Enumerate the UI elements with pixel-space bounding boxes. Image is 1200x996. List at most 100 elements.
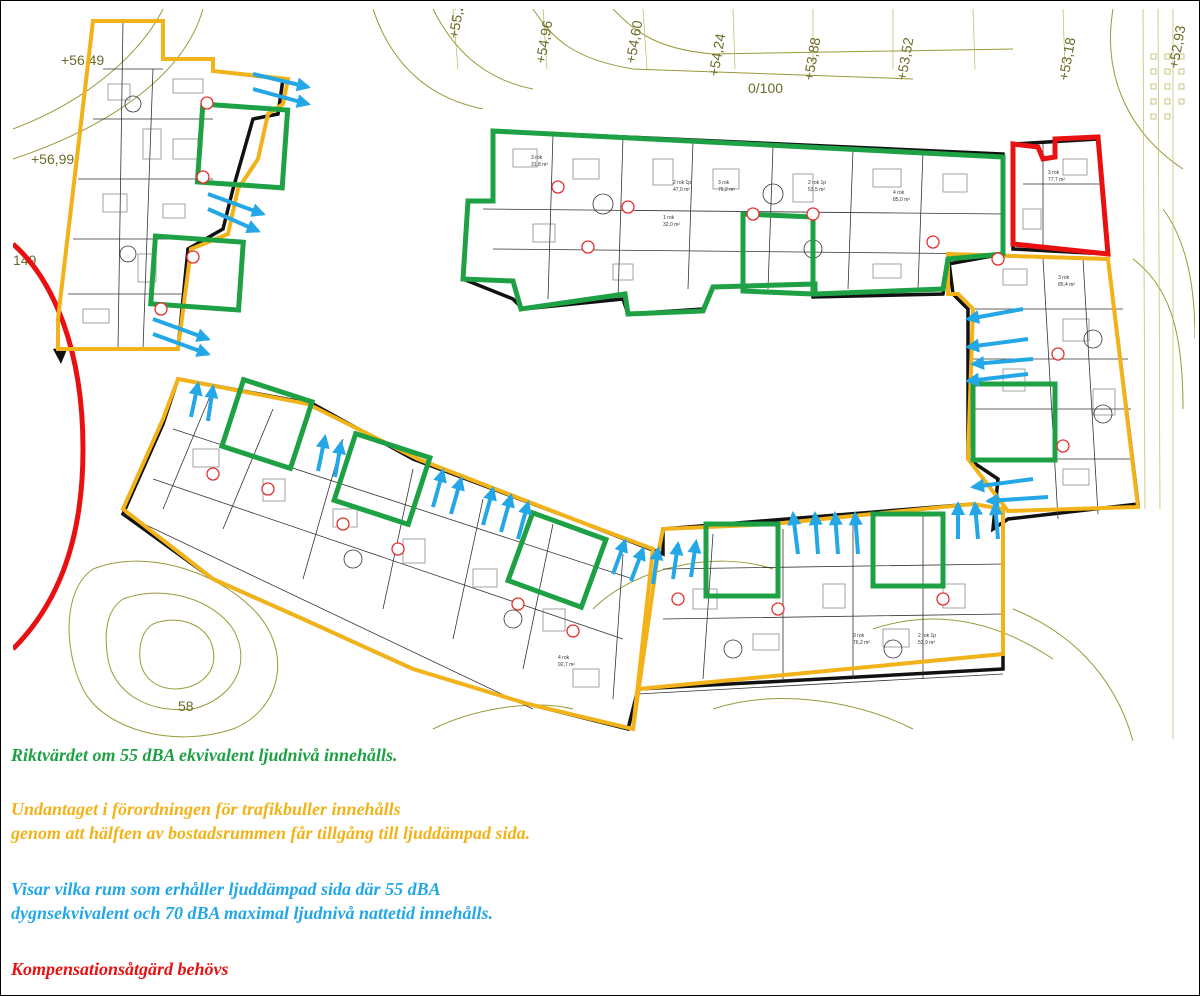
arrowhead-icon bbox=[195, 343, 211, 357]
apartment-label: 3 rok bbox=[853, 633, 865, 639]
elevation-label: +56,49 bbox=[61, 52, 104, 68]
elevation-label: +56,99 bbox=[31, 151, 74, 167]
arrowhead-icon bbox=[501, 493, 515, 509]
elevation-label: +54,96 bbox=[532, 19, 555, 65]
elevation-label: +53,52 bbox=[893, 36, 916, 82]
yellow-zone-south-west bbox=[120, 376, 656, 732]
apartment-label: 4 rok bbox=[558, 655, 570, 661]
arrowhead-icon bbox=[483, 486, 497, 502]
arrowhead-icon bbox=[848, 511, 863, 526]
site-plan: +56,49 +56,99 +55,2 +54,96 +54,60 +54,24… bbox=[13, 9, 1195, 741]
legend-yellow-line: Undantaget i förordningen för trafikbull… bbox=[11, 799, 401, 819]
apartment-label: 3 rok bbox=[1058, 275, 1070, 281]
apartment-label: 4 rok bbox=[893, 190, 905, 196]
quiet-side-arrows bbox=[152, 72, 1049, 585]
apartment-label: 1 rok bbox=[663, 215, 675, 221]
green-zones bbox=[148, 101, 1058, 611]
legend-green-line: Riktvärdet om 55 dBA ekvivalent ljudnivå… bbox=[11, 745, 398, 765]
apartment-area: 53,5 m² bbox=[808, 187, 825, 193]
legend-yellow-line: genom att hälften av bostadsrummen får t… bbox=[11, 823, 531, 843]
apartment-label: 3 rok bbox=[718, 180, 730, 186]
apartment-label: 2 rok 1p bbox=[918, 633, 936, 639]
elevation-label: +53,88 bbox=[800, 36, 823, 82]
green-zone-east bbox=[970, 381, 1058, 463]
arrowhead-icon bbox=[614, 538, 628, 554]
arrowhead-icon bbox=[808, 511, 823, 526]
arrowhead-icon bbox=[332, 440, 346, 456]
arrowhead-icon bbox=[985, 493, 1000, 508]
legend-blue-line: dygnsekvivalent och 70 dBA maximal ljudn… bbox=[11, 903, 494, 923]
arrowhead-icon bbox=[988, 501, 1003, 516]
road-arc bbox=[13, 242, 86, 651]
arrowhead-icon bbox=[649, 546, 664, 561]
legend-green: Riktvärdet om 55 dBA ekvivalent ljudnivå… bbox=[11, 743, 398, 767]
elevation-label: +54,24 bbox=[705, 32, 728, 78]
green-zone-west-1 bbox=[194, 101, 291, 191]
green-zone-south-1 bbox=[218, 376, 316, 472]
track-marks bbox=[1150, 53, 1185, 120]
green-zone-south-4 bbox=[703, 521, 781, 599]
yellow-zone-west bbox=[56, 19, 291, 351]
legend-blue-line: Visar vilka rum som erhåller ljuddämpad … bbox=[11, 879, 441, 899]
apartment-label: 3 rok bbox=[531, 155, 543, 161]
elevation-label: +53,18 bbox=[1055, 36, 1078, 82]
arrowhead-icon bbox=[315, 434, 330, 450]
arrowhead-icon bbox=[433, 468, 447, 484]
legend-red-line: Kompensationsåtgärd behövs bbox=[11, 959, 229, 979]
apartment-area: 76,2 m² bbox=[718, 187, 735, 193]
green-zone-south-3 bbox=[504, 509, 610, 611]
arrowhead-icon bbox=[451, 476, 465, 492]
arrowhead-icon bbox=[828, 511, 843, 526]
apartment-area: 47,0 m² bbox=[673, 187, 690, 193]
arrowhead-icon bbox=[669, 541, 684, 556]
yellow-zones bbox=[56, 19, 1141, 732]
elevation-label: +54,60 bbox=[622, 19, 645, 65]
green-zone-north bbox=[460, 128, 1006, 317]
apartment-area: 85,4 m² bbox=[1058, 282, 1075, 288]
elevation-label: 58 bbox=[178, 698, 194, 714]
arrowhead-icon bbox=[188, 381, 203, 397]
green-zone-south-5 bbox=[870, 511, 946, 589]
green-zone-north-inner bbox=[740, 211, 816, 297]
arrowhead-icon bbox=[245, 220, 261, 233]
arrowhead-icon bbox=[965, 338, 980, 353]
apartment-labels: 3 rok 31,8 m² 2 rok 1p 47,0 m² 1 rok 32,… bbox=[531, 155, 1075, 668]
apartment-area: 53,9 m² bbox=[918, 640, 935, 646]
arrowhead-icon bbox=[687, 539, 702, 554]
arrowhead-icon bbox=[204, 384, 219, 399]
apartment-label: 3 rok bbox=[1048, 170, 1060, 176]
apartment-label: 2 rok 1p bbox=[673, 180, 691, 186]
apartment-label: 2 rok 1p bbox=[808, 180, 826, 186]
arrowhead-icon bbox=[632, 546, 646, 562]
arrowhead-icon bbox=[195, 328, 211, 342]
elevation-label: +52,93 bbox=[1165, 24, 1188, 70]
arrowhead-icon bbox=[787, 511, 802, 526]
arrowhead-icon bbox=[965, 310, 981, 324]
arrowhead-icon bbox=[295, 94, 311, 108]
apartment-area: 76,2 m² bbox=[853, 640, 870, 646]
apartment-area: 92,7 m² bbox=[558, 662, 575, 668]
arrowhead-icon bbox=[970, 478, 985, 493]
legend-yellow: Undantaget i förordningen för trafikbull… bbox=[11, 797, 530, 845]
arrowhead-icon bbox=[951, 501, 965, 515]
yellow-zone-east bbox=[946, 251, 1141, 514]
direction-arrowhead-icon bbox=[53, 347, 68, 364]
arrowhead-icon bbox=[965, 372, 980, 387]
red-zone-north-east bbox=[1010, 134, 1111, 257]
elevation-labels: +56,49 +56,99 +55,2 +54,96 +54,60 +54,24… bbox=[13, 9, 1188, 714]
measurement-points bbox=[154, 96, 1070, 638]
arrowhead-icon bbox=[970, 356, 985, 371]
yellow-zone-south-east bbox=[631, 501, 1005, 730]
apartment-area: 32,0 m² bbox=[663, 222, 680, 228]
elevation-label: 0/100 bbox=[748, 80, 783, 96]
arrowhead-icon bbox=[518, 500, 532, 516]
arrowhead-icon bbox=[968, 501, 983, 516]
apartment-area: 77,7 m² bbox=[1048, 177, 1065, 183]
legend-red: Kompensationsåtgärd behövs bbox=[11, 957, 229, 981]
elevation-label: +55,2 bbox=[445, 9, 467, 40]
apartment-area: 31,8 m² bbox=[531, 162, 548, 168]
apartment-area: 85,0 m² bbox=[893, 197, 910, 203]
arrowhead-icon bbox=[295, 77, 311, 92]
arrowhead-icon bbox=[250, 203, 266, 217]
